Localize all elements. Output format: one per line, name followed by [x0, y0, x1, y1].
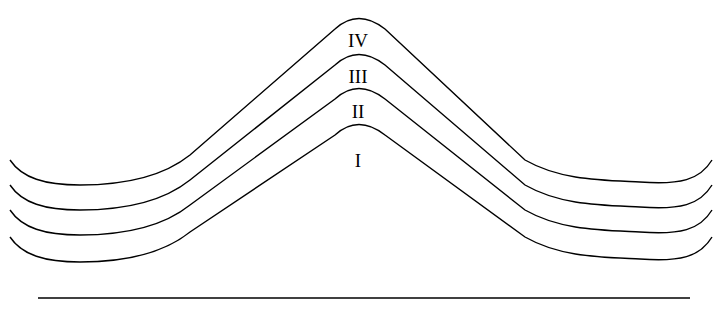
layer-boundary [10, 19, 712, 186]
layer-label: III [349, 67, 368, 86]
layer-label: IV [348, 31, 368, 50]
layer-boundary [10, 55, 712, 211]
layer-boundary [10, 89, 712, 236]
layer-label: I [355, 151, 361, 170]
layer-boundary [10, 125, 712, 263]
ground-line [38, 297, 690, 298]
layer-label: II [352, 102, 365, 121]
